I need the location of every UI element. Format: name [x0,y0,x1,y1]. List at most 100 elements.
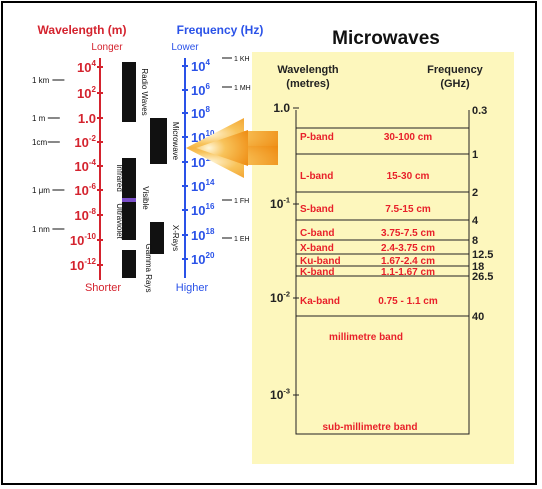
panel-frequency-tick: 26.5 [472,271,493,283]
wavelength-tick-5: 10-6 [74,182,96,198]
wavelength-tick-6: 10-8 [74,207,96,223]
panel-frequency-tick: 8 [472,235,478,247]
frequency-tick-4-base: 10 [191,155,205,170]
frequency-tick-5: 1014 [191,178,215,194]
infrared-block [122,158,136,198]
wavelength-tick-0-exponent: 4 [92,59,97,68]
panel-wavelength-tick-1-base: 10 [270,197,284,211]
frequency-tick-8: 1020 [191,251,215,267]
wavelength-tick-8-base: 10 [70,258,84,273]
panel-frequency-tick: 2 [472,187,478,199]
frequency-tick-8-exponent: 20 [205,251,214,260]
higher-label: Higher [176,282,209,294]
wavelength-tick-6-base: 10 [74,208,88,223]
wavelength-example-label: 1cm [32,138,47,147]
panel-frequency-tick: 0.3 [472,105,487,117]
frequency-tick-0-exponent: 4 [205,58,210,67]
panel-frequency-tick: 40 [472,311,484,323]
band-name: Ku-band [300,256,341,267]
frequency-tick-5-exponent: 14 [205,178,214,187]
spectrum-band-label: Ultraviolet [115,203,124,239]
frequency-tick-5-base: 10 [191,179,205,194]
band-range: 1.1-1.67 cm [381,267,435,278]
panel-frequency-tick: 18 [472,261,484,273]
wavelength-example-label: 1 km [32,76,50,85]
band-range: 2.4-3.75 cm [381,243,435,254]
panel-wavelength-tick-1: 10-1 [270,196,290,211]
wavelength-tick-6-exponent: -8 [89,207,97,216]
left-wavelength-examples: 1 km 1 m 1cm 1 μm 1 nm [32,76,65,234]
ultraviolet-block [122,202,136,240]
frequency-tick-0-base: 10 [191,59,205,74]
band-name: Ka-band [300,296,340,307]
wavelength-example-label: 1 μm [32,186,50,195]
pointer-arrow-upper [186,118,278,150]
band-name: P-band [300,132,334,143]
wavelength-example-label: 1 m [32,114,46,123]
wavelength-tick-8-exponent: -12 [84,257,96,266]
wavelength-tick-1-exponent: 2 [92,85,97,94]
panel-frequency-tick: 12.5 [472,249,493,261]
band-name: K-band [300,267,334,278]
pointer-arrow-core [196,130,248,166]
panel-wavelength-tick-3-base: 10 [270,388,284,402]
left-band-labels: Radio WavesMicrowaveUltravioletInfraredV… [115,68,180,292]
panel-wavelength-header: Wavelength [277,64,339,76]
wavelength-tick-4-base: 10 [74,159,88,174]
spectrum-band-label: Gamma Rays [144,244,153,293]
frequency-tick-0: 104 [191,58,210,74]
shorter-label: Shorter [85,282,121,294]
spectrum-band-label: Radio Waves [140,68,149,115]
wavelength-tick-2: 1.0 [78,111,96,126]
wavelength-tick-5-base: 10 [74,183,88,198]
band-range: 0.75 - 1.1 cm [378,296,438,307]
frequency-tick-3-exponent: 10 [205,129,214,138]
frequency-tick-2-base: 10 [191,106,205,121]
band-table [295,127,470,435]
frequency-tick-7: 1018 [191,227,215,243]
wavelength-tick-1-base: 10 [77,86,91,101]
band-range: 1.67-2.4 cm [381,256,435,267]
spectrum-band-label: X-Rays [171,225,180,251]
left-frequency-examples: 1 KH 1 MH 1 FH 1 EH [222,56,251,243]
panel-wavelength-axis: 1.010-110-210-3 [270,101,299,402]
xrays-block [150,222,164,254]
wavelength-tick-7-base: 10 [70,233,84,248]
millimetre-band-label: millimetre band [329,332,403,343]
frequency-tick-6-base: 10 [191,203,205,218]
longer-label: Longer [91,42,123,53]
frequency-example-label: 1 MH [234,85,251,92]
wavelength-example-label: 1 nm [32,225,50,234]
wavelength-tick-5-exponent: -6 [89,182,97,191]
band-range: 15-30 cm [387,171,430,182]
band-range: 7.5-15 cm [385,204,431,215]
frequency-example-label: 1 EH [234,236,250,243]
panel-title: Microwaves [332,28,440,49]
band-range: 30-100 cm [384,132,432,143]
wavelength-tick-7-exponent: -10 [84,232,96,241]
gamma-block [122,250,136,278]
band-name: S-band [300,204,334,215]
band-name: L-band [300,171,333,182]
frequency-tick-8-base: 10 [191,252,205,267]
panel-wavelength-tick-0: 1.0 [273,101,290,115]
pointer-arrow-lower [186,146,278,178]
frequency-tick-7-base: 10 [191,228,205,243]
wavelength-tick-3-base: 10 [74,135,88,150]
spectrum-band-label: Microwave [171,122,180,161]
frequency-tick-6-exponent: 16 [205,202,214,211]
wavelength-tick-4: 10-4 [74,158,96,174]
panel-wavelength-tick-2-exponent: -2 [283,290,290,299]
visible-block [122,198,136,202]
panel-wavelength-tick-1-exponent: -1 [283,196,290,205]
frequency-tick-2-exponent: 8 [205,105,210,114]
panel-wavelength-tick-2-base: 10 [270,291,284,305]
frequency-example-label: 1 KH [234,56,250,63]
panel-frequency-units: (GHz) [440,78,470,90]
frequency-example-label: 1 FH [234,198,249,205]
panel-frequency-tick: 4 [472,215,479,227]
wavelength-tick-0-base: 10 [77,60,91,75]
wavelength-tick-2-base: 1.0 [78,111,96,126]
